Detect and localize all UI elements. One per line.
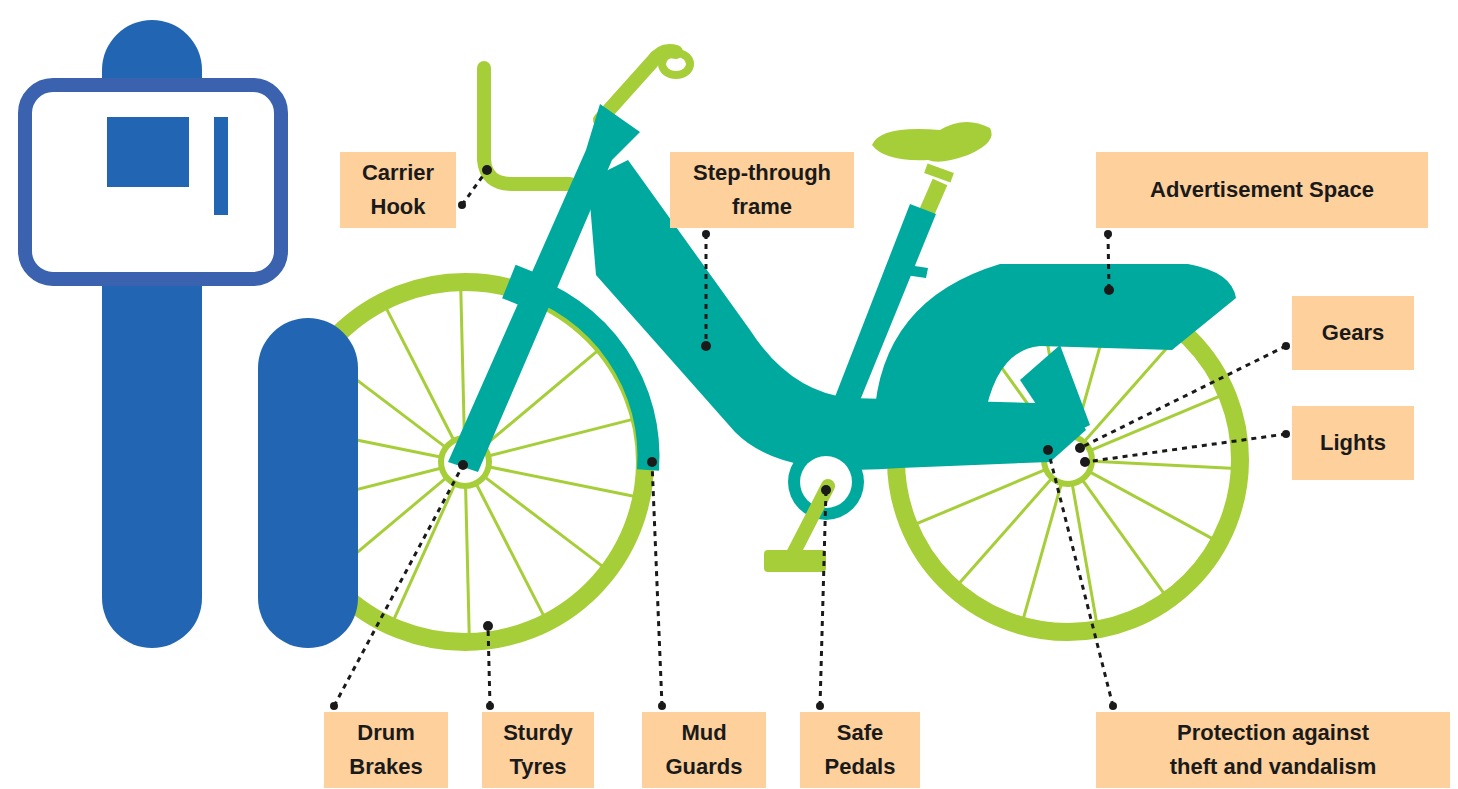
- handle-grip: [662, 53, 690, 75]
- leader-dots: [330, 165, 1290, 710]
- label-text: Gears: [1322, 316, 1384, 350]
- screen-block: [107, 117, 189, 187]
- label-text: Carrier Hook: [350, 156, 446, 224]
- label-text: Advertisement Space: [1150, 173, 1374, 207]
- label-text: Lights: [1320, 426, 1386, 460]
- callout-label: Protection against theft and vandalism: [1096, 712, 1450, 788]
- leader-lines: [334, 170, 1286, 706]
- screen-bar: [214, 117, 228, 215]
- label-text: Safe Pedals: [817, 716, 903, 784]
- crank-arm: [792, 486, 828, 556]
- callout-label: Sturdy Tyres: [482, 712, 594, 788]
- fork-crown: [502, 265, 538, 307]
- seat-collar: [884, 262, 928, 278]
- callout-label: Step-through frame: [670, 152, 854, 228]
- carrier-hook: [484, 68, 570, 184]
- saddle: [872, 122, 992, 162]
- pedal: [764, 550, 826, 572]
- callout-label: Drum Brakes: [324, 712, 448, 788]
- rear-stay: [1020, 345, 1090, 440]
- label-text: Mud Guards: [661, 716, 747, 784]
- callout-label: Gears: [1292, 296, 1414, 370]
- callout-label: Carrier Hook: [340, 152, 456, 228]
- dock-screen: [25, 85, 281, 279]
- label-text: Step-through frame: [682, 156, 842, 224]
- callout-label: Lights: [1292, 406, 1414, 480]
- label-text: Sturdy Tyres: [490, 716, 586, 784]
- label-text: Drum Brakes: [338, 716, 434, 784]
- callout-label: Safe Pedals: [800, 712, 920, 788]
- dock-bollard: [258, 318, 358, 648]
- callout-label: Mud Guards: [642, 712, 766, 788]
- callout-label: Advertisement Space: [1096, 152, 1428, 228]
- label-text: Protection against theft and vandalism: [1153, 716, 1393, 784]
- seat-clamp: [924, 164, 954, 183]
